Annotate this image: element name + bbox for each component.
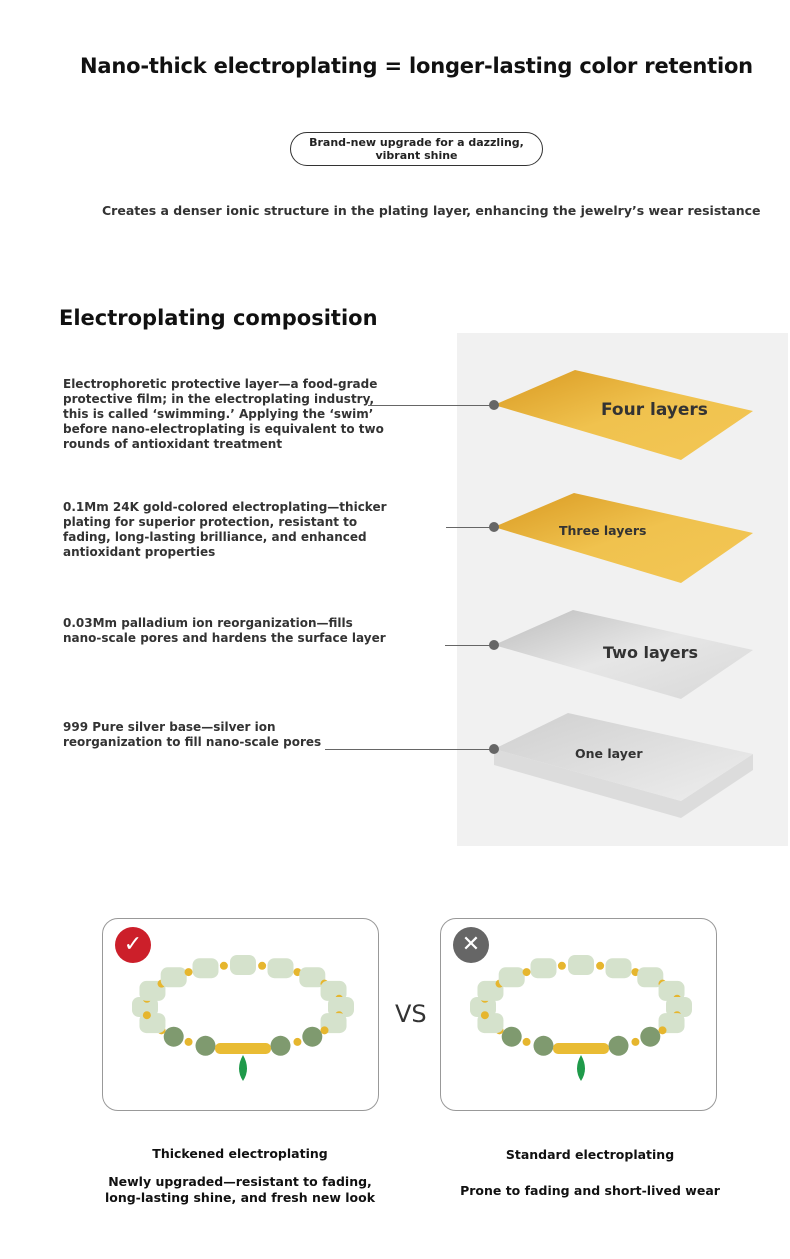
jade-segment (328, 997, 354, 1017)
connector-line (325, 749, 494, 750)
gold-spacer (480, 1011, 489, 1020)
jade-segment (530, 958, 557, 979)
bracelet-image (470, 955, 692, 1081)
layer-two-description: 0.03Mm palladium ion reorganization—fill… (63, 616, 386, 645)
jade-bead (501, 1026, 522, 1047)
connector-dot (489, 522, 499, 532)
standard-description: Prone to fading and short-lived wear (460, 1183, 720, 1198)
jade-segment (192, 958, 219, 979)
section-title: Electroplating composition (59, 306, 378, 330)
jade-bead (302, 1026, 323, 1047)
connector-dot (489, 640, 499, 650)
gold-spacer (320, 1026, 329, 1035)
gold-spacer (596, 961, 605, 970)
jade-segment (132, 997, 158, 1017)
jade-segment (160, 967, 187, 988)
plate-four (494, 370, 753, 460)
plate-one (494, 713, 753, 801)
leaf-pendant (577, 1055, 585, 1081)
jade-bead (163, 1026, 184, 1047)
jade-segment (267, 958, 294, 979)
jade-segment (637, 967, 664, 988)
connector-line (445, 645, 494, 646)
thickened-description: Newly upgraded—resistant to fading, long… (104, 1174, 376, 1205)
connector-line (368, 405, 494, 406)
vs-label: VS (395, 1000, 427, 1028)
gold-tube (553, 1043, 609, 1054)
upgrade-pill: Brand-new upgrade for a dazzling, vibran… (290, 132, 543, 166)
jade-segment (299, 967, 326, 988)
jade-bead (270, 1035, 291, 1056)
connector-line (446, 527, 494, 528)
gold-spacer (142, 1011, 151, 1020)
connector-dot (489, 744, 499, 754)
jade-segment (568, 955, 594, 975)
gold-spacer (631, 1037, 640, 1046)
thickened-product-card: ✓ (102, 918, 379, 1111)
layer-diagram: Four layers Three layers Two layers One … (494, 370, 753, 818)
connector-dot (489, 400, 499, 410)
plate-three-label: Three layers (559, 523, 646, 538)
jade-segment (230, 955, 256, 975)
subtitle: Creates a denser ionic structure in the … (102, 203, 761, 218)
jade-segment (605, 958, 632, 979)
jade-segment (498, 967, 525, 988)
jade-bead (640, 1026, 661, 1047)
jade-bead (608, 1035, 629, 1056)
plate-four-label: Four layers (601, 400, 708, 420)
gold-spacer (522, 968, 531, 977)
standard-title: Standard electroplating (505, 1147, 675, 1162)
gold-tube (215, 1043, 271, 1054)
page-title: Nano-thick electroplating = longer-lasti… (80, 54, 753, 78)
jade-segment (666, 997, 692, 1017)
plate-three (494, 493, 753, 583)
gold-spacer (258, 961, 267, 970)
x-icon: ✕ (453, 927, 489, 963)
gold-spacer (522, 1037, 531, 1046)
gold-spacer (293, 1037, 302, 1046)
standard-product-card: ✕ (440, 918, 717, 1111)
layer-three-description: 0.1Mm 24K gold-colored electroplating—th… (63, 500, 387, 559)
gold-spacer (219, 961, 228, 970)
layer-four-description: Electrophoretic protective layer—a food-… (63, 377, 384, 451)
gold-spacer (658, 1026, 667, 1035)
plate-two-label: Two layers (603, 643, 698, 662)
gold-spacer (557, 961, 566, 970)
thickened-title: Thickened electroplating (152, 1146, 328, 1161)
jade-bead (533, 1035, 554, 1056)
layer-one-description: 999 Pure silver base—silver ion reorgani… (63, 720, 322, 749)
leaf-pendant (239, 1055, 247, 1081)
bracelet-image (132, 955, 354, 1081)
check-icon: ✓ (115, 927, 151, 963)
plate-one-label: One layer (575, 746, 643, 761)
gold-spacer (184, 968, 193, 977)
gold-spacer (184, 1037, 193, 1046)
jade-bead (195, 1035, 216, 1056)
jade-segment (470, 997, 496, 1017)
plate-two (494, 610, 753, 699)
plate-one-side (494, 749, 753, 818)
